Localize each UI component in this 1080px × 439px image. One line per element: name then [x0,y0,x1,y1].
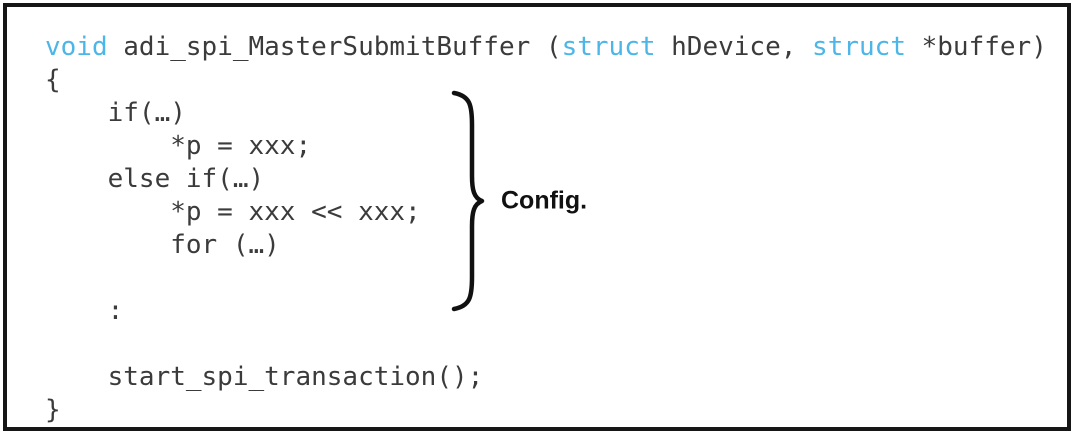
code-line: for (…) [45,229,1047,262]
code-text: hDevice, [655,32,813,62]
code-line: *p = xxx << xxx; [45,196,1047,229]
code-line: : [45,295,1047,328]
code-line: *p = xxx; [45,130,1047,163]
code-text: *p = xxx << xxx; [45,197,421,227]
code-line: } [45,394,1047,427]
code-text: : [45,296,124,326]
code-panel: void adi_spi_MasterSubmitBuffer (struct … [3,3,1071,431]
code-text: for (…) [45,230,280,260]
code-keyword: struct [812,32,906,62]
code-keyword: struct [561,32,656,62]
code-text: *p = xxx; [45,131,312,161]
code-line: if(…) [45,97,1047,130]
curly-brace-icon [451,90,485,312]
code-line: else if(…) [45,163,1047,196]
code-line: { [45,64,1047,97]
code-line: void adi_spi_MasterSubmitBuffer (struct … [45,31,1047,64]
code-text: if(…) [45,98,186,128]
code-text: *buffer) [905,32,1047,62]
config-label: Config. [501,186,588,215]
code-line: start_spi_transaction(); [45,361,1047,394]
code-text: { [45,65,61,95]
code-block: void adi_spi_MasterSubmitBuffer (struct … [45,31,1047,427]
code-line [45,328,1047,361]
code-text: start_spi_transaction(); [45,362,484,392]
code-text: else if(…) [45,164,265,194]
code-text: } [45,395,61,425]
config-annotation: Config. [445,90,695,312]
code-text: adi_spi_MasterSubmitBuffer ( [107,32,562,62]
code-keyword: void [45,32,108,62]
